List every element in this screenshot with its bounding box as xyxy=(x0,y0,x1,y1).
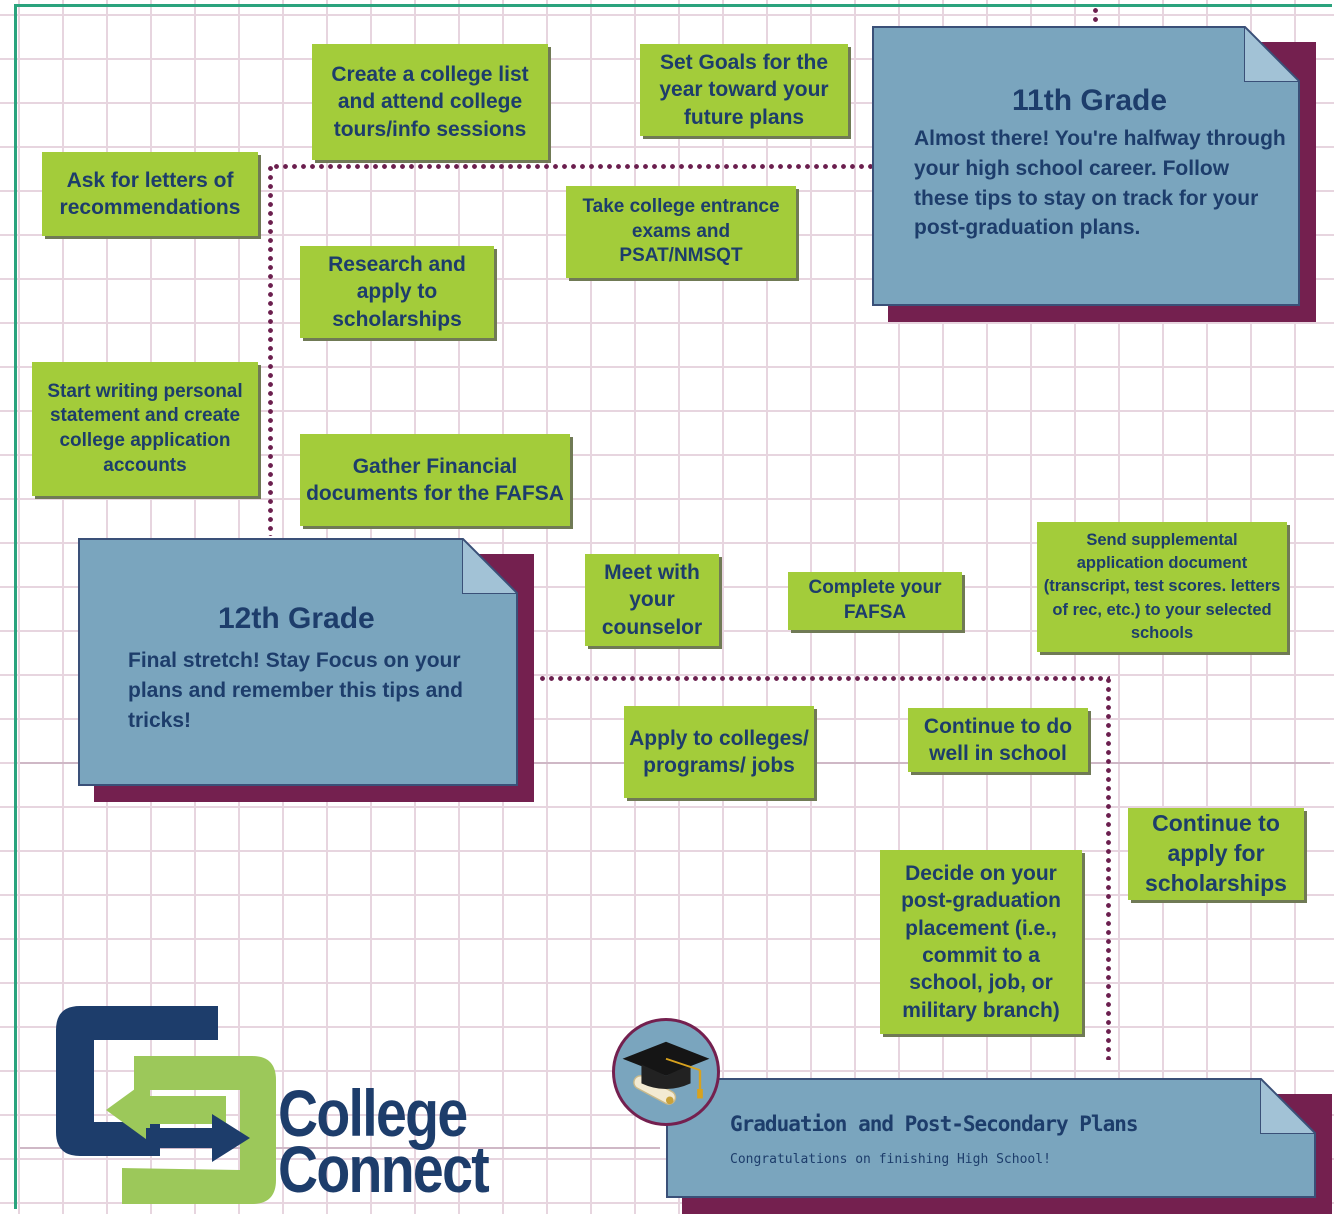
grade-11-title: 11th Grade xyxy=(1012,84,1168,117)
task-meet-counselor: Meet with your counselor xyxy=(585,554,719,646)
college-connect-logo-icon xyxy=(56,1006,276,1204)
path-segment xyxy=(1093,6,1098,26)
task-decide-placement: Decide on your post-graduation placement… xyxy=(880,850,1082,1034)
card-body xyxy=(78,538,518,786)
card-body xyxy=(666,1078,1316,1198)
task-financial-docs: Gather Financial documents for the FAFSA xyxy=(300,434,570,526)
path-segment xyxy=(268,164,273,536)
page-frame xyxy=(14,4,1332,1209)
grade-12-text: Final stretch! Stay Focus on your plans … xyxy=(128,649,463,732)
task-research-scholarships: Research and apply to scholarships xyxy=(300,246,494,338)
folded-corner-edge xyxy=(1244,26,1300,82)
path-segment xyxy=(272,164,872,169)
graduation-cap-icon xyxy=(622,1041,710,1105)
graduation-subtitle: Congratulations on finishing High School… xyxy=(730,1152,1051,1167)
logo-line-2: Connect xyxy=(278,1132,490,1206)
task-complete-fafsa: Complete your FAFSA xyxy=(788,572,962,630)
guide-line xyxy=(20,1147,660,1149)
task-college-list: Create a college list and attend college… xyxy=(312,44,548,160)
task-entrance-exams: Take college entrance exams and PSAT/NMS… xyxy=(566,186,796,278)
path-segment xyxy=(1106,676,1111,1060)
graduation-title: Graduation and Post-Secondary Plans xyxy=(730,1112,1139,1136)
grade-11-text: Almost there! You're halfway through you… xyxy=(914,127,1286,240)
task-set-goals: Set Goals for the year toward your futur… xyxy=(640,44,848,136)
task-personal-statement: Start writing personal statement and cre… xyxy=(32,362,258,496)
folded-corner-edge xyxy=(1260,1078,1316,1134)
task-apply-colleges: Apply to colleges/ programs/ jobs xyxy=(624,706,814,798)
grade-11-card: 11th Grade Almost there! You're halfway … xyxy=(872,26,1316,322)
logo-line-1: College xyxy=(278,1076,468,1150)
path-segment xyxy=(538,676,1110,681)
folded-corner-edge xyxy=(462,538,518,594)
task-do-well: Continue to do well in school xyxy=(908,708,1088,772)
grade-12-title: 12th Grade xyxy=(218,602,375,635)
graduation-card: Graduation and Post-Secondary Plans Cong… xyxy=(666,1078,1332,1214)
grade-12-card: 12th Grade Final stretch! Stay Focus on … xyxy=(78,538,534,802)
graduation-badge xyxy=(612,1018,720,1126)
task-supplemental: Send supplemental application document (… xyxy=(1037,522,1287,652)
task-letters: Ask for letters of recommendations xyxy=(42,152,258,236)
card-body xyxy=(872,26,1300,306)
task-continue-scholarships: Continue to apply for scholarships xyxy=(1128,808,1304,900)
